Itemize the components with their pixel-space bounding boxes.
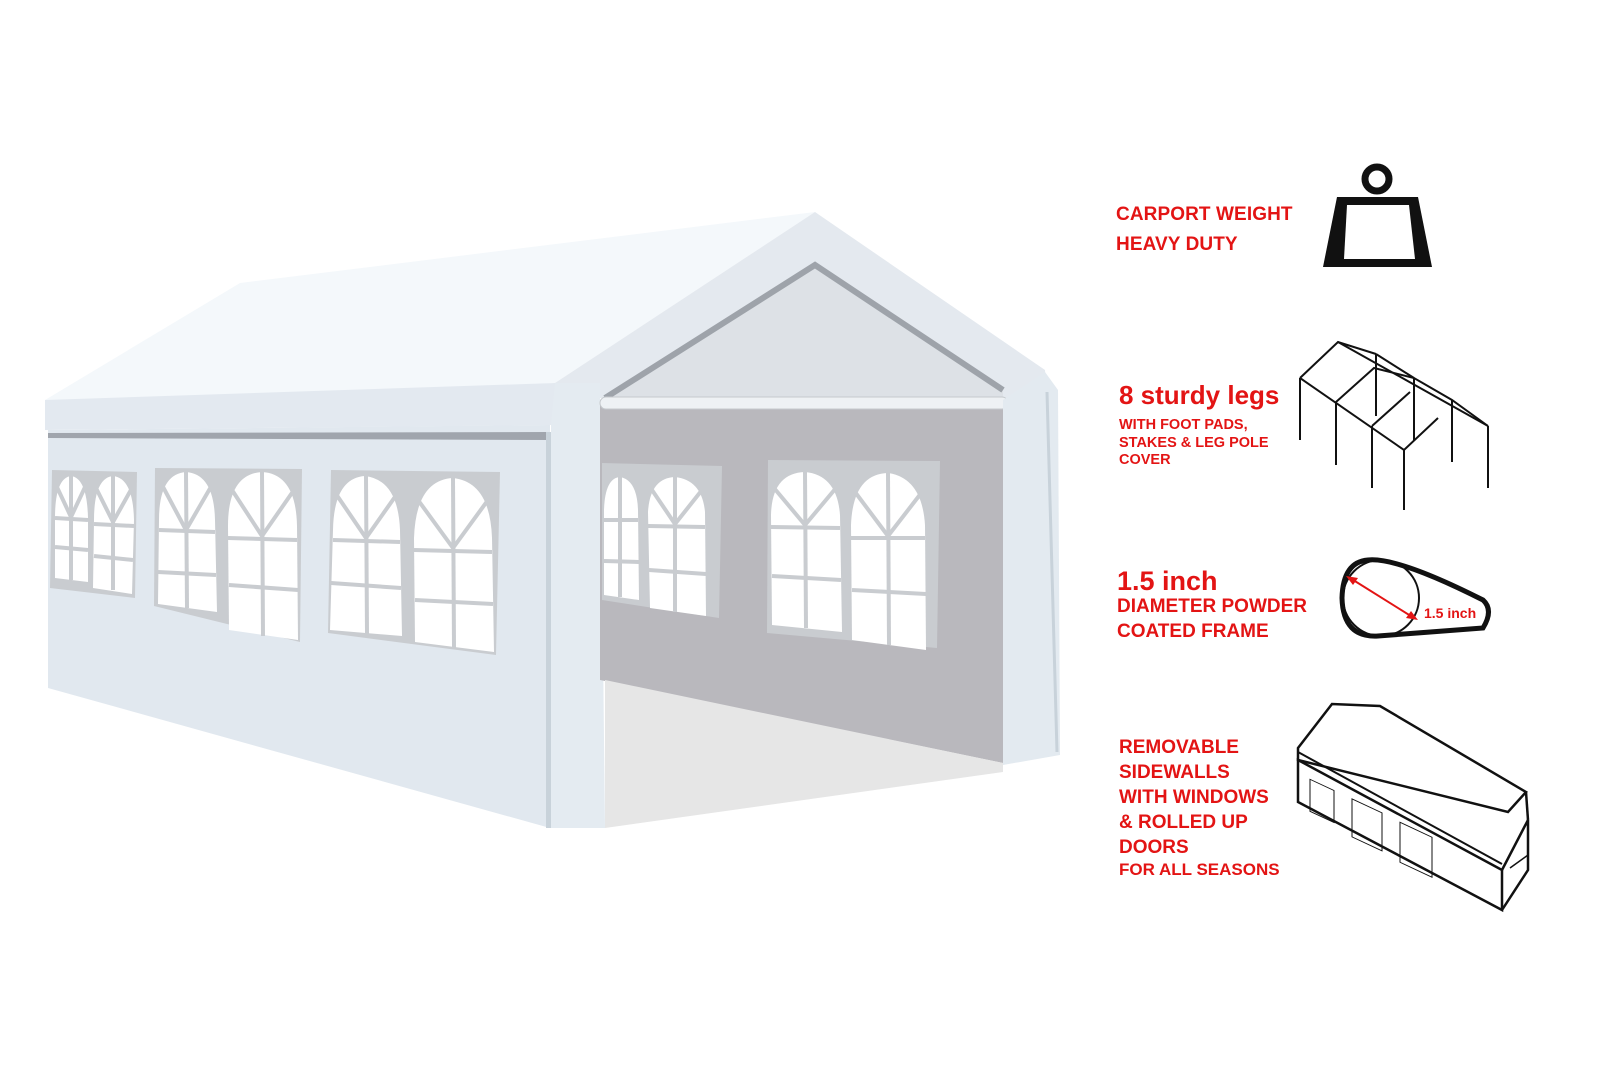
frame-icon xyxy=(1299,340,1489,510)
feature-legs-line-1: WITH FOOT PADS, xyxy=(1119,417,1248,433)
feature-sidewalls-line-1: REMOVABLE xyxy=(1119,737,1239,758)
feature-weight-line-1: CARPORT WEIGHT xyxy=(1116,204,1293,225)
feature-legs-headline: 8 sturdy legs xyxy=(1119,380,1280,410)
feature-sidewalls-line-4: & ROLLED UP xyxy=(1119,812,1248,833)
feature-weight-text: CARPORT WEIGHT HEAVY DUTY xyxy=(1116,205,1293,265)
feature-weight-line-2: HEAVY DUTY xyxy=(1116,234,1238,255)
feature-sidewalls-subline: FOR ALL SEASONS xyxy=(1119,860,1280,879)
pipe-diameter-icon: 1.5 inch xyxy=(1339,557,1491,639)
tent-outline-icon xyxy=(1296,702,1530,913)
pipe-diameter-label: 1.5 inch xyxy=(1424,605,1476,621)
carport-tent-illustration xyxy=(45,212,1060,828)
feature-legs-line-3: COVER xyxy=(1119,452,1171,468)
feature-pipe-line-1: DIAMETER POWDER xyxy=(1117,596,1307,617)
feature-legs-text: 8 sturdy legs WITH FOOT PADS, STAKES & L… xyxy=(1119,382,1279,471)
feature-pipe-headline: 1.5 inch xyxy=(1117,566,1218,596)
feature-sidewalls-line-3: WITH WINDOWS xyxy=(1119,787,1269,808)
feature-sidewalls-text: REMOVABLE SIDEWALLS WITH WINDOWS & ROLLE… xyxy=(1119,738,1280,878)
feature-pipe-text: 1.5 inch DIAMETER POWDER COATED FRAME xyxy=(1117,568,1307,647)
feature-sidewalls-line-5: DOORS xyxy=(1119,837,1189,858)
feature-legs-line-2: STAKES & LEG POLE xyxy=(1119,434,1269,451)
feature-sidewalls-line-2: SIDEWALLS xyxy=(1119,762,1230,783)
weight-icon xyxy=(1323,163,1432,267)
feature-pipe-line-2: COATED FRAME xyxy=(1117,621,1269,642)
